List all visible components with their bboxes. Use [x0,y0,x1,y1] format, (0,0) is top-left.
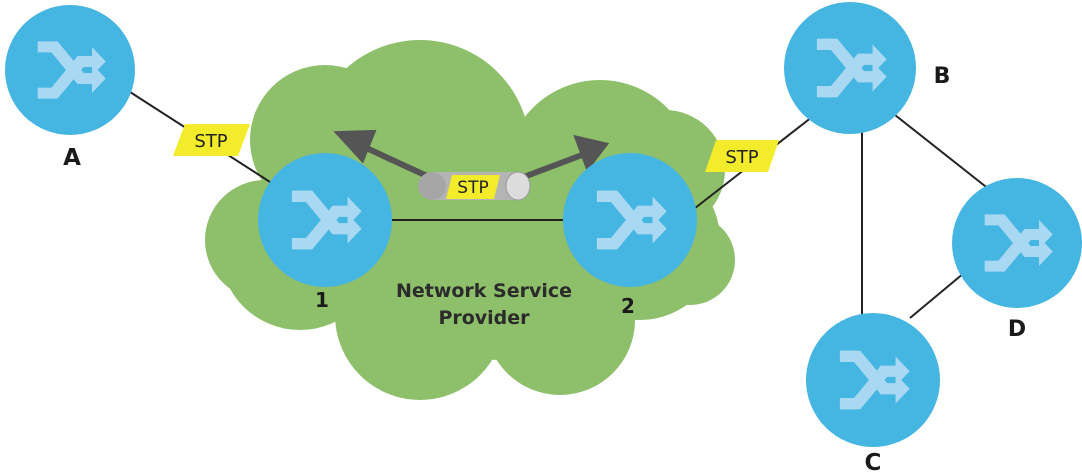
stp-tag-right: STP [705,140,779,172]
switch-1 [258,153,392,287]
switch-2 [563,153,697,287]
switch-b [784,2,916,134]
stp-tag-left-label: STP [194,131,227,152]
stp-tag-left: STP [173,124,250,156]
switch-c [806,313,940,447]
stp-tunnel: STP [418,171,531,201]
link-b-to-d [894,114,991,191]
switch-d [952,178,1082,308]
link-c-to-d [909,267,971,319]
switch-a [5,5,135,135]
node-label-b: B [934,64,951,89]
stp-tunnel-label: STP [457,178,488,198]
node-label-c: C [865,450,882,475]
node-label-1: 1 [315,288,329,312]
node-label-d: D [1008,317,1026,342]
cloud-label-line2: Provider [438,307,530,329]
stp-tunnel-tag [446,175,500,199]
node-label-2: 2 [621,294,635,318]
stp-tag-right-label: STP [725,147,758,168]
cloud-label-line1: Network Service [396,280,572,302]
node-label-a: A [63,145,81,171]
